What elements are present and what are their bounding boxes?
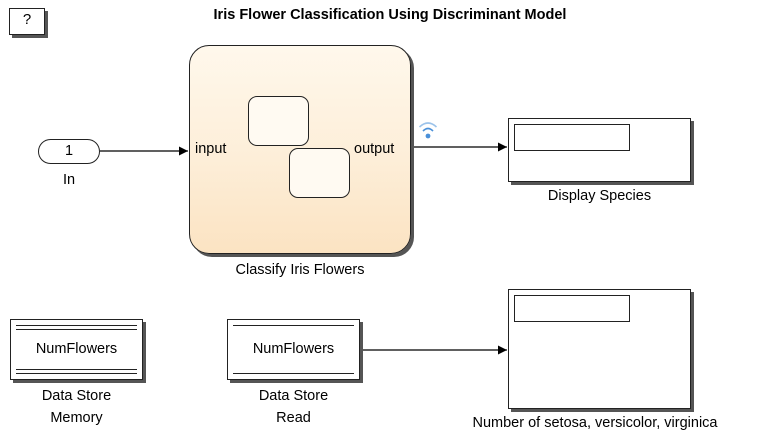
display-count-block[interactable] [508,289,691,409]
display-species-label: Display Species [547,188,652,204]
data-store-memory-label-line1: Data Store [41,388,112,404]
display-count-field [514,295,630,322]
data-store-memory-block[interactable]: NumFlowers [10,319,143,380]
display-species-block[interactable] [508,118,691,182]
data-store-memory-variable: NumFlowers [35,341,118,357]
inport-label: In [62,172,76,188]
chart-label: Classify Iris Flowers [235,262,365,278]
ds-top-line [16,325,137,326]
help-button[interactable]: ? [9,8,45,35]
model-title: Iris Flower Classification Using Discrim… [213,7,567,23]
chart-state-2 [289,148,350,198]
chart-input-port-label: input [195,141,227,157]
data-store-read-block[interactable]: NumFlowers [227,319,360,380]
ds-bottom-line [16,369,137,370]
chart-output-port-label: output [354,141,395,157]
classify-chart-block[interactable] [189,45,411,254]
ds-bottom-line-2 [16,373,137,374]
inport-block[interactable]: 1 [38,139,100,164]
chart-state-1 [248,96,309,146]
display-species-field [514,124,630,151]
display-count-label: Number of setosa, versicolor, virginica [472,415,718,431]
signal-logging-icon[interactable] [416,114,440,142]
ds-read-bottom-line [233,373,354,374]
data-store-read-label-line1: Data Store [258,388,329,404]
data-store-read-label-line2: Read [276,410,311,426]
ds-read-top-line [233,325,354,326]
ds-top-line-2 [16,329,137,330]
data-store-read-variable: NumFlowers [252,341,335,357]
data-store-memory-label-line2: Memory [50,410,103,426]
